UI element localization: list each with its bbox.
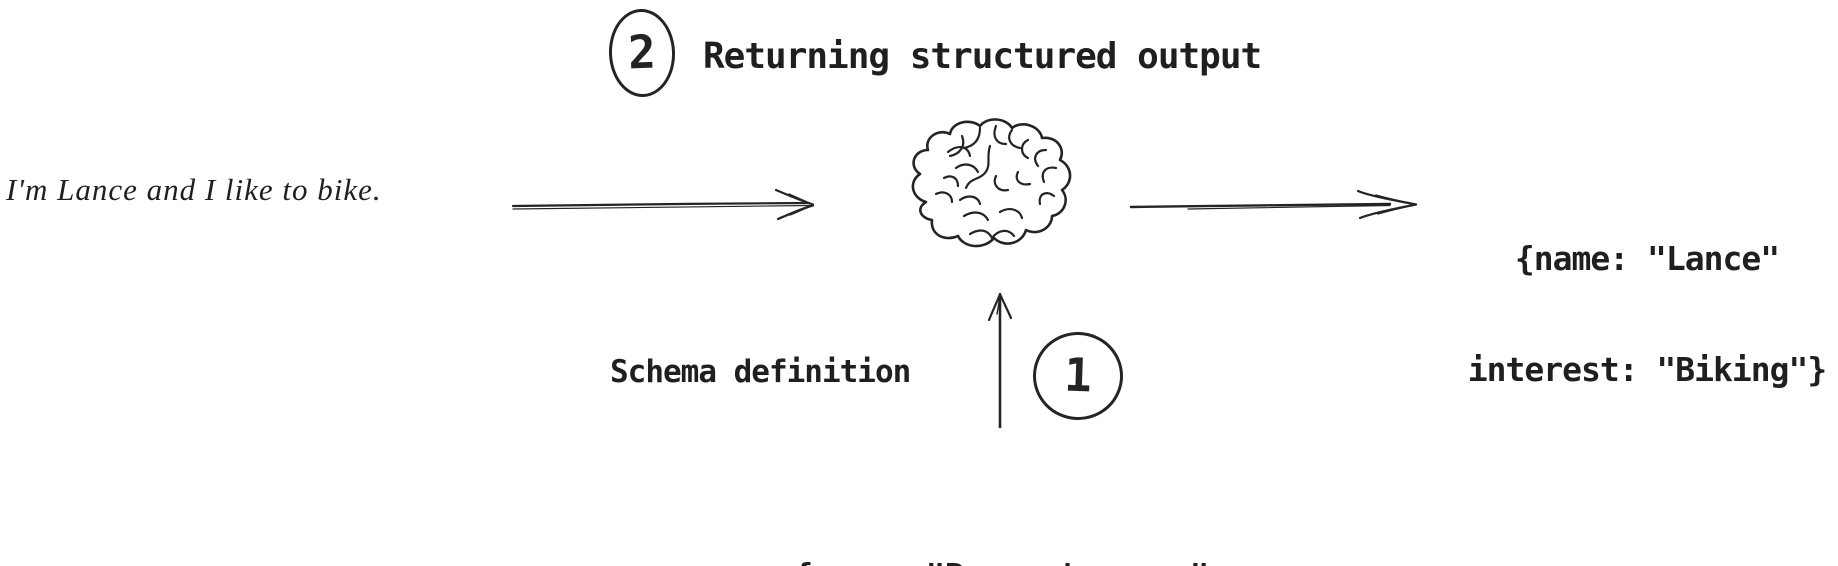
step-2-label: Returning structured output — [703, 36, 1262, 77]
input-sentence: I'm Lance and I like to bike. — [6, 172, 382, 207]
output-json-line1: {name: "Lance" — [1514, 239, 1780, 278]
brain-icon — [911, 118, 1072, 248]
step-1-badge: 1 — [1031, 330, 1125, 422]
schema-json-line1: {name: "Person's name" — [651, 556, 1351, 566]
schema-json: {name: "Person's name" interest: "Person… — [651, 478, 1351, 566]
output-json: {name: "Lance" interest: "Biking"} — [1447, 166, 1838, 462]
step-2-number: 2 — [627, 24, 657, 80]
step-1-number: 1 — [1063, 347, 1093, 403]
schema-arrow-icon — [987, 292, 1013, 429]
output-arrow-icon — [1129, 189, 1418, 220]
output-json-line2: interest: "Biking"} — [1467, 350, 1828, 389]
step-2-badge: 2 — [607, 7, 677, 99]
input-arrow-icon — [511, 188, 815, 221]
schema-definition-label: Schema definition — [610, 354, 911, 390]
